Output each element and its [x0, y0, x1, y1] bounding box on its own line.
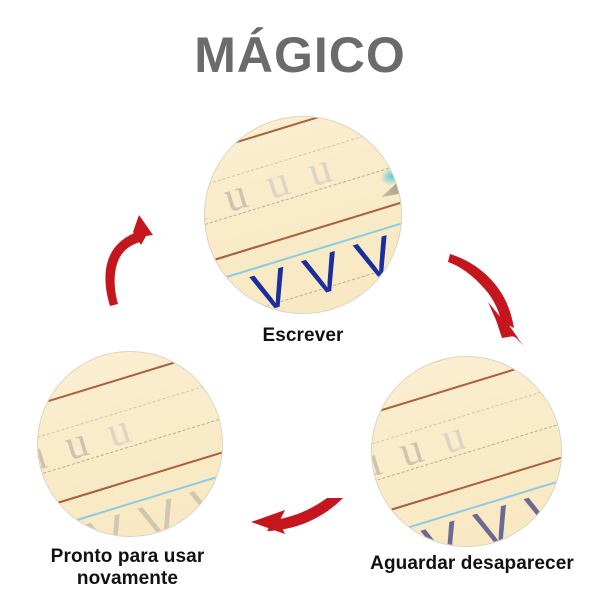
step-image-write: u u u u u V V V V	[205, 117, 401, 313]
reuse-circle-inner: u u u u V V V V 牢	[38, 352, 222, 536]
letter-v-written: V	[297, 240, 350, 309]
letter-u-template: u	[38, 429, 52, 483]
letter-u-template: u	[372, 435, 387, 489]
letter-u-template: u	[218, 169, 254, 223]
letter-u-template: u	[100, 403, 136, 457]
letter-v-written: V	[38, 519, 82, 536]
letter-u-template: u	[58, 416, 94, 470]
step-label-reuse-line1: Pronto para usar	[50, 546, 205, 567]
wait-circle-inner: u u u u V V V V 牢	[372, 357, 561, 546]
letter-v-written: V	[372, 525, 417, 546]
arrow-wait-to-reuse-icon	[251, 498, 343, 534]
letter-u-template: u	[260, 156, 296, 210]
letter-v-written: V	[349, 225, 401, 294]
letter-u-template: u	[205, 181, 212, 236]
letter-v-written: V	[205, 272, 247, 313]
step-label-reuse-line2: novamente	[76, 568, 179, 589]
arrow-reuse-to-write	[96, 212, 170, 308]
letter-v-fading: V	[468, 493, 521, 546]
arrow-write-to-wait	[448, 250, 542, 346]
step-label-write: Escrever	[262, 325, 344, 346]
letter-v-fading: V	[519, 478, 561, 546]
workbook-paper-write: u u u u u V V V V	[205, 117, 401, 313]
letter-u-template: u	[302, 143, 338, 197]
step-image-reuse: u u u u V V V V 牢	[38, 352, 222, 536]
arrow-write-to-wait-icon	[448, 254, 524, 346]
letter-v-erased: V	[185, 471, 222, 536]
write-circle-inner: u u u u u V V V V	[205, 117, 401, 313]
letter-v-fading: V	[416, 509, 469, 546]
letter-v-erased: V	[133, 487, 186, 536]
arrow-reuse-to-write-icon	[105, 215, 153, 306]
step-label-wait: Aguardar desaparecer	[370, 553, 574, 574]
step-label-reuse: Pronto para usar novamente	[20, 546, 235, 590]
step-image-wait: u u u u V V V V 牢	[372, 357, 561, 546]
letter-u-template: u	[392, 422, 429, 477]
workbook-paper-reuse: u u u u V V V V 牢	[38, 352, 222, 536]
letter-v-erased: V	[82, 503, 134, 536]
page-title: MÁGICO	[194, 27, 406, 83]
letter-v-written: V	[246, 256, 299, 313]
arrow-wait-to-reuse	[251, 496, 345, 550]
workbook-paper-wait: u u u u V V V V 牢	[372, 357, 561, 546]
letter-u-template: u	[434, 409, 471, 464]
